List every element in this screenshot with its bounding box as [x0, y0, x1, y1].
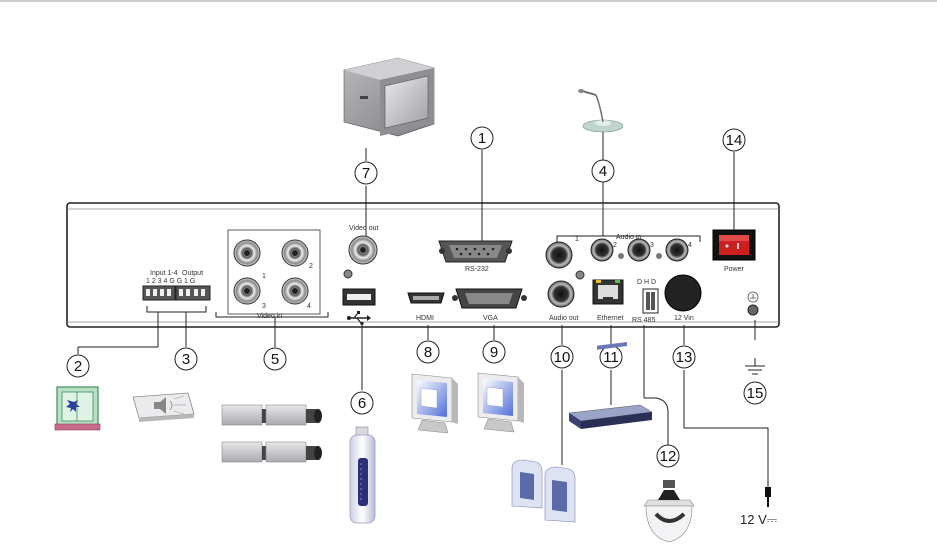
alarm-output-terminal: Output 1 G — [175, 270, 211, 301]
ethernet-label: Ethernet — [597, 315, 624, 322]
ground-terminal — [747, 291, 759, 316]
svg-text:5: 5 — [271, 351, 279, 368]
rs232-label: RS-232 — [465, 266, 489, 273]
audio-in-number-2: 2 — [613, 242, 617, 249]
callout-11: 11 — [599, 345, 623, 369]
connection-lines — [77, 132, 769, 487]
callout-12: 12 — [656, 444, 680, 468]
callout-8: 8 — [416, 340, 440, 364]
siren-icon — [132, 392, 195, 422]
dvr-rear-panel — [66, 202, 780, 328]
video-in-number-1: 1 — [262, 273, 266, 280]
callout-7: 7 — [354, 161, 378, 185]
hdmi-port: HDMI — [407, 292, 445, 322]
input-pins-label: 1 2 3 4 G G — [146, 278, 182, 285]
video-in-number-3: 3 — [262, 303, 266, 310]
ethernet-port: Ethernet — [592, 279, 624, 322]
svg-text:1: 1 — [478, 130, 486, 147]
microphone-icon — [578, 89, 624, 133]
usb-port — [342, 288, 376, 326]
vga-port: VGA — [452, 288, 527, 322]
hdmi-label: HDMI — [416, 315, 434, 322]
callout-2: 2 — [66, 354, 90, 378]
svg-text:8: 8 — [424, 344, 432, 361]
callout-10: 10 — [550, 345, 574, 369]
callout-4: 4 — [591, 159, 615, 183]
callout-1: 1 — [470, 126, 494, 150]
camera-icon — [221, 404, 322, 463]
audio-in-number-1: 1 — [575, 236, 579, 243]
svg-text:4: 4 — [599, 163, 607, 180]
video-in-number-2: 2 — [309, 263, 313, 270]
video-out-label: Video out — [349, 225, 379, 232]
audio-in-number-4: 4 — [688, 242, 692, 249]
video-in-number-4: 4 — [307, 303, 311, 310]
svg-text:7: 7 — [362, 165, 370, 182]
svg-text:3: 3 — [182, 351, 190, 368]
computer-monitor-icon — [411, 373, 458, 434]
v12-in-label: 12 Vin — [674, 315, 694, 322]
callout-14: 14 — [722, 128, 746, 152]
video-in-bnc-block: 1 2 3 4 Video in — [227, 229, 321, 320]
dc-power-input: 12 Vin — [664, 274, 702, 322]
svg-text:13: 13 — [676, 349, 693, 366]
callout-3: 3 — [174, 347, 198, 371]
svg-text:14: 14 — [726, 132, 743, 149]
callout-13: 13 — [672, 345, 696, 369]
svg-text:12: 12 — [660, 448, 677, 465]
svg-text:15: 15 — [747, 385, 764, 402]
dhd-label: D H D — [637, 279, 656, 286]
monitor-icon — [343, 57, 435, 137]
power-label: Power — [724, 266, 745, 273]
audio-in-number-3: 3 — [650, 242, 654, 249]
input-block-label: Input 1-4 — [150, 270, 178, 277]
network-switch-icon — [568, 342, 653, 429]
power-switch: Power — [712, 229, 756, 273]
rs485-port: D H D RS 485 — [632, 279, 659, 324]
dc-plug-icon: 12 V⎓ — [740, 487, 777, 527]
dome-camera-icon — [643, 480, 695, 543]
audio-out-label: Audio out — [549, 315, 579, 322]
svg-text:6: 6 — [358, 395, 366, 412]
ground-icon — [745, 358, 765, 375]
speaker-icon — [511, 459, 576, 523]
window-sensor-icon — [54, 386, 101, 431]
computer-monitor-icon — [477, 372, 524, 433]
callout-15: 15 — [743, 381, 767, 405]
svg-text:11: 11 — [603, 349, 619, 366]
usb-drive-icon — [349, 426, 376, 524]
vga-label: VGA — [483, 315, 498, 322]
rs485-label: RS 485 — [632, 317, 655, 324]
rs232-port: RS-232 — [438, 240, 513, 273]
svg-text:2: 2 — [74, 358, 82, 375]
callout-5: 5 — [263, 347, 287, 371]
usb-icon — [347, 311, 371, 326]
audio-in-jacks: Audio in 1 2 3 4 — [545, 234, 701, 280]
svg-text:9: 9 — [490, 344, 498, 361]
output-pins-label: 1 G — [184, 278, 195, 285]
supply-voltage-label: 12 V⎓ — [740, 512, 777, 527]
video-out-bnc: Video out — [343, 225, 379, 279]
audio-in-label: Audio in — [616, 234, 641, 241]
output-block-label: Output — [182, 270, 203, 277]
svg-text:10: 10 — [554, 349, 571, 366]
audio-out-jack: Audio out — [547, 280, 579, 322]
callout-9: 9 — [482, 340, 506, 364]
alarm-input-terminal: Input 1-4 1 2 3 4 G G — [142, 270, 182, 301]
callout-6: 6 — [350, 391, 374, 415]
